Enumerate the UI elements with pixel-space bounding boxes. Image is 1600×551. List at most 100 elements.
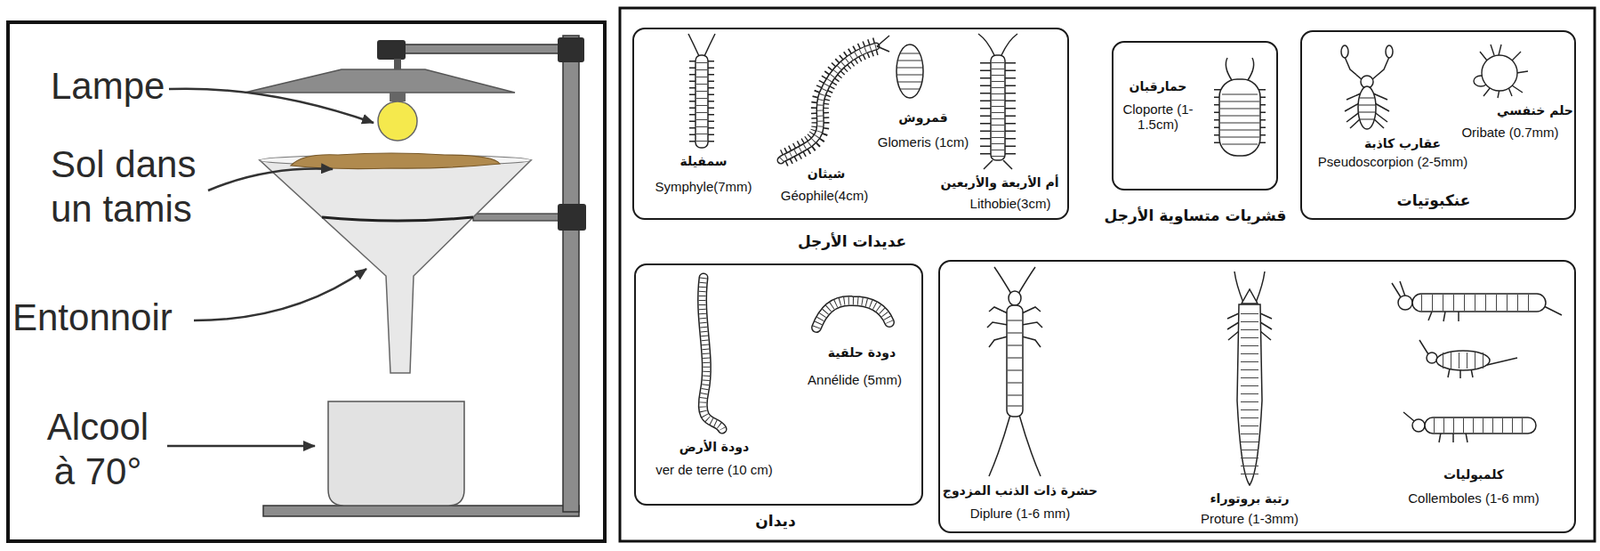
species-name: Géophile(4cm) [780,187,869,203]
lithobie-drawing [978,33,1018,169]
group-heading: عنكبوتيات [1397,192,1472,210]
pseudoscorpion-drawing [1385,45,1393,58]
geophile-drawing [780,46,877,161]
geophile-drawing [876,35,890,52]
group-box: عنكبوتيات عقارب كاذبة Pseudoscorpion (2-5m… [1300,30,1576,220]
collembole-drawing [1433,418,1530,433]
stand [557,203,587,231]
diplure-drawing [1008,290,1022,306]
species-name: Collemboles (1-6 mm) [1407,490,1540,506]
funnel [321,217,474,221]
species-name: دودة الأرض [679,439,749,454]
beaker [328,401,465,506]
species-name: Diplure (1-6 mm) [970,505,1071,521]
species-name: Lithobie(3cm) [970,195,1052,211]
lamp [377,101,418,141]
collembole-drawing [1412,418,1425,432]
species-name: دودة حلقية [828,345,896,360]
proture-drawing [1240,313,1259,479]
leader-arrow [208,168,333,192]
oribate-drawing [1479,44,1528,93]
group-box: قشريات متساوية الأرجلحمارقبانCloporte (1… [1111,40,1279,191]
species-name: رتبة بروتوراء [1209,490,1289,506]
species-name: حمارقبان [1129,79,1188,94]
annelid-drawing [816,300,890,328]
species-name: عقارب كاذبة [1364,136,1441,151]
glomeris-drawing [896,44,924,98]
earthworm-drawing [702,277,723,429]
funnel [259,152,531,373]
species-name: Symphyle(7mm) [654,178,752,194]
stand [473,213,561,221]
species-name: سمفيلة [679,153,727,169]
diplure-drawing [987,266,1043,476]
pseudoscorpion-drawing [1341,45,1393,129]
geophile-drawing [780,46,877,161]
diplure-drawing [988,414,1041,476]
group-heading: ديدان [755,512,796,531]
funnel [259,160,531,373]
cloporte-drawing [1225,57,1254,81]
cloporte-drawing [1219,57,1261,156]
species-name: Proture (1-3mm) [1200,510,1299,526]
leader-arrow [193,268,367,321]
beaker [328,401,465,506]
leader-arrow [167,444,315,448]
geophile-drawing [780,35,890,161]
glomeris-drawing [896,53,924,89]
geophile-drawing [780,46,877,161]
panel-frame [8,22,605,541]
diplure-drawing [1006,305,1023,417]
species-name: ver de terre (10 cm) [655,461,773,477]
lithobie-drawing [990,55,1006,161]
stand [557,37,585,63]
collembole-drawing [1421,294,1539,311]
oribate-drawing [1481,55,1518,91]
species-name: حشرة ذات الذنب المزدوج [942,482,1098,498]
lithobie-drawing [978,33,1018,169]
glomeris-drawing [896,44,924,98]
proture-drawing [1227,271,1272,485]
panel-frame [619,8,1595,541]
collembole-drawing [1436,350,1490,370]
collembole-drawing [1442,352,1486,369]
cloporte-drawing [1220,94,1260,145]
species-name: Glomeris (1cm) [877,134,970,150]
stand [377,40,406,60]
collembole-drawing [1424,417,1536,434]
group-box: حشرة ذات الذنب المزدوج Diplure (1-6 mm) رت… [938,259,1576,533]
earthworm-drawing [702,277,723,429]
collembole-drawing [1391,281,1562,443]
proture-drawing [1234,271,1265,303]
cloporte-drawing [1219,79,1261,156]
annelid-drawing [816,300,890,328]
symphyle-drawing [688,33,716,57]
collembole-drawing [1412,293,1546,312]
leader-arrow [167,88,374,446]
species-name: Cloporte (1-1.5cm) [1122,101,1194,133]
group-heading: عديدات الأرجل [797,233,907,251]
collembole-drawing [1398,295,1413,310]
species-name: حلم خنفسي [1496,103,1574,118]
species-name: قمروش [898,110,948,125]
leader-arrow [168,88,374,123]
collembole-drawing [1419,339,1518,378]
collembole-drawing [1426,352,1438,363]
pseudoscorpion-drawing [1358,86,1376,129]
species-name: أم الأربعة والأربعين [940,175,1059,190]
symphyle-drawing [695,55,708,148]
funnel [290,152,500,169]
earthworm-drawing [702,277,723,429]
group-box: عديدات الأرجلسمفيلةSymphyle(7mm)شيثانGéo… [632,27,1070,220]
diplure-drawing [1007,320,1022,406]
stand [391,44,565,54]
apparatus-label: Lampe [50,64,165,109]
annelid-drawing [816,300,890,328]
species-name: Pseudoscorpion (2-5mm) [1318,153,1468,169]
apparatus-label: Entonnoir [12,295,173,340]
pseudoscorpion-drawing [1358,97,1375,120]
stand [263,505,579,516]
stand [263,35,587,516]
species-name: كلمبوليات [1443,466,1504,482]
